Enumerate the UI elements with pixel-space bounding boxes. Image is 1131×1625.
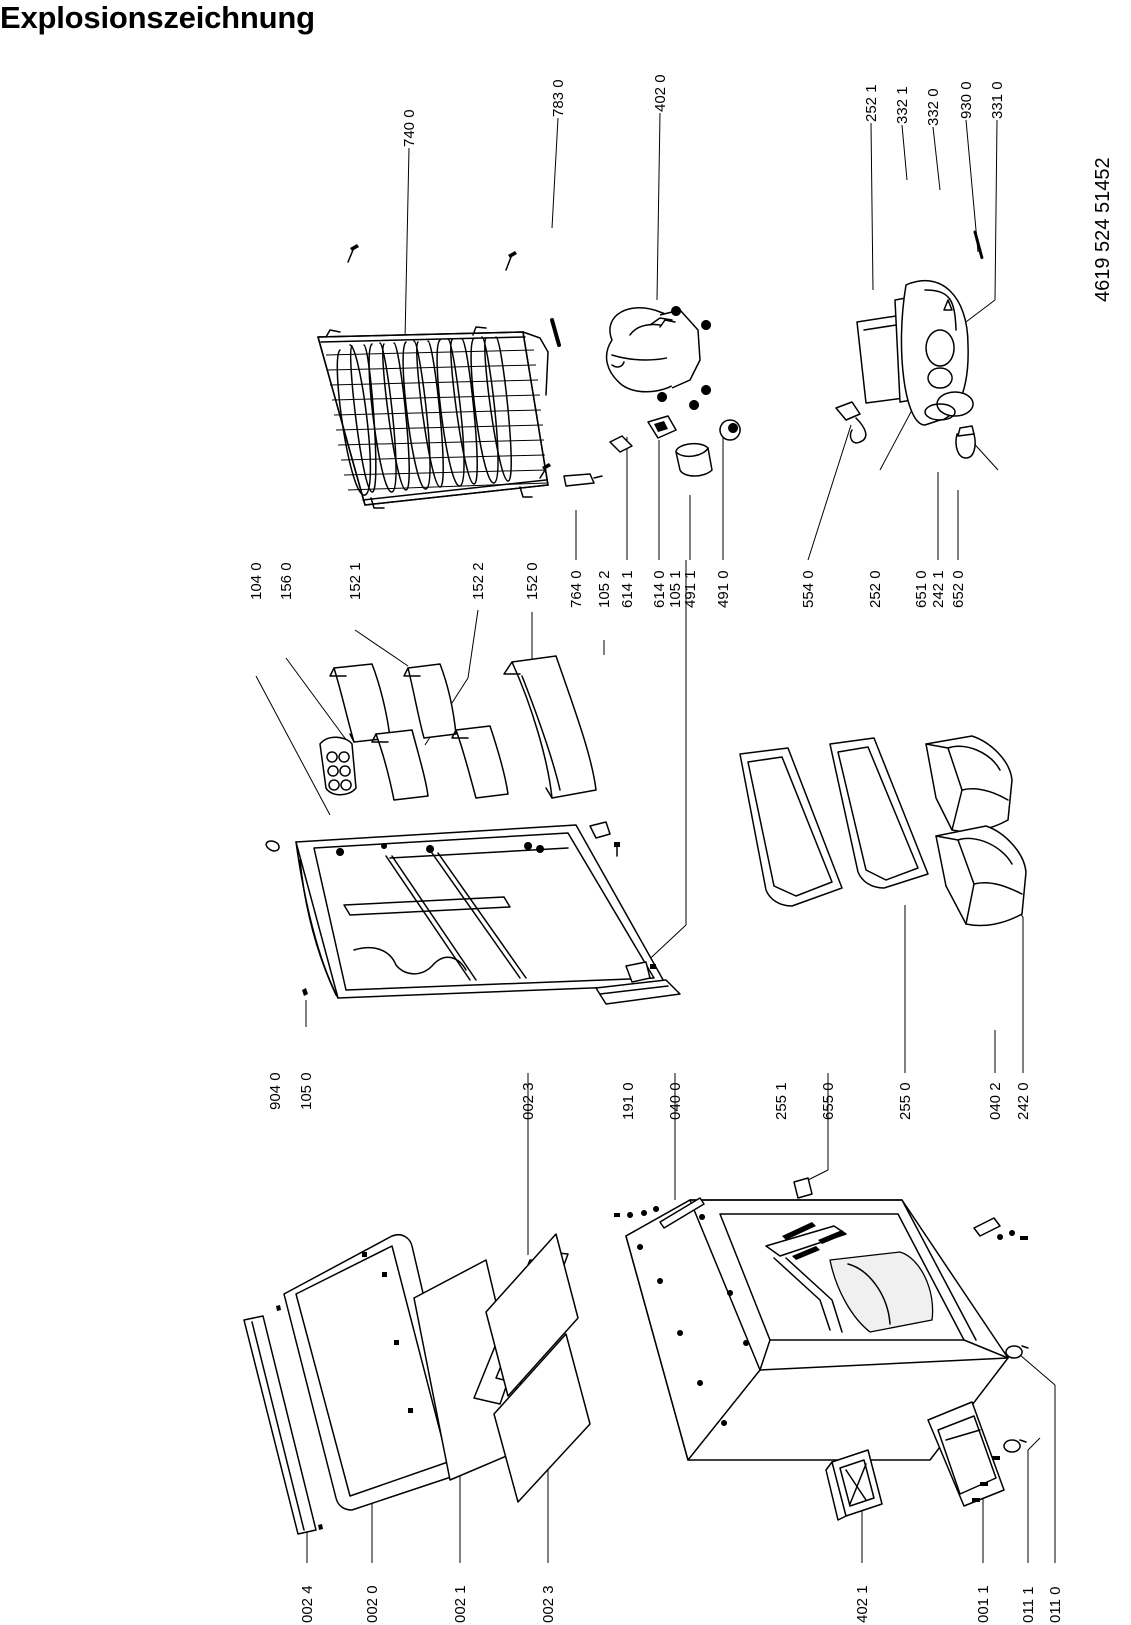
label-152-0: 152 0 — [524, 562, 541, 600]
label-332-0: 332 0 — [925, 88, 942, 126]
label-402-0: 402 0 — [652, 74, 669, 112]
label-011-1: 011 1 — [1020, 1587, 1037, 1623]
label-252-1: 252 1 — [863, 84, 880, 122]
label-002-3-upper: 002 3 — [520, 1082, 537, 1120]
hinges — [614, 1197, 1028, 1240]
label-242-0: 242 0 — [1015, 1082, 1032, 1120]
label-655-0: 655 0 — [820, 1082, 837, 1120]
label-105-1: 105 1 — [667, 570, 684, 608]
label-614-0: 614 0 — [651, 570, 668, 608]
label-002-1: 002 1 — [452, 1585, 469, 1623]
label-152-2: 152 2 — [470, 562, 487, 600]
label-156-0: 156 0 — [278, 562, 295, 600]
label-152-1: 152 1 — [347, 562, 364, 600]
egg-tray — [319, 736, 357, 796]
label-554-0: 554 0 — [800, 570, 817, 608]
label-491-1: 491 1 — [682, 570, 699, 608]
label-105-0: 105 0 — [298, 1072, 315, 1110]
label-002-3-lower: 002 3 — [540, 1585, 557, 1623]
cabinet — [625, 1199, 1009, 1461]
door-shelves — [329, 655, 597, 801]
glass-shelves — [739, 737, 929, 907]
label-740-0: 740 0 — [401, 109, 418, 147]
door-switch — [793, 1177, 813, 1199]
label-002-0: 002 0 — [364, 1585, 381, 1623]
label-191-0: 191 0 — [620, 1082, 637, 1120]
label-105-2: 105 2 — [596, 570, 613, 608]
label-002-4: 002 4 — [299, 1585, 316, 1623]
label-001-1: 001 1 — [975, 1585, 992, 1623]
label-011-0: 011 0 — [1047, 1587, 1064, 1623]
label-255-0: 255 0 — [897, 1082, 914, 1120]
label-332-1: 332 1 — [894, 86, 911, 124]
label-040-0: 040 0 — [667, 1082, 684, 1120]
label-402-1: 402 1 — [854, 1585, 871, 1623]
label-783-0: 783 0 — [550, 79, 567, 117]
label-652-0: 652 0 — [950, 570, 967, 608]
control-housing — [856, 230, 984, 459]
label-491-0: 491 0 — [715, 570, 732, 608]
label-331-0: 331 0 — [989, 81, 1006, 119]
label-104-0: 104 0 — [248, 562, 265, 600]
label-614-1: 614 1 — [619, 570, 636, 608]
door-panels — [243, 1233, 591, 1535]
label-255-1: 255 1 — [773, 1082, 790, 1120]
label-242-1: 242 1 — [930, 570, 947, 608]
feet — [1003, 1345, 1029, 1453]
hinge-parts — [589, 821, 681, 1005]
lamp — [835, 401, 867, 444]
fan-cover — [825, 1449, 883, 1521]
label-651-0: 651 0 — [913, 570, 930, 608]
label-930-0: 930 0 — [958, 81, 975, 119]
leader-lines — [255, 112, 1056, 1563]
label-904-0: 904 0 — [267, 1072, 284, 1110]
page-title: Explosionszeichnung — [0, 0, 315, 35]
part-labels: 740 0 783 0 402 0 252 1 332 1 332 0 930 … — [248, 74, 1064, 1623]
label-764-0: 764 0 — [568, 570, 585, 608]
condenser — [317, 244, 551, 509]
plinth — [927, 1401, 1005, 1507]
relay-group — [563, 415, 741, 487]
compressor — [605, 306, 712, 410]
label-040-2: 040 2 — [987, 1082, 1004, 1120]
drier — [550, 318, 561, 347]
crisper-drawers — [925, 735, 1027, 927]
label-252-0: 252 0 — [867, 570, 884, 608]
inner-shelf-frame — [265, 824, 667, 999]
